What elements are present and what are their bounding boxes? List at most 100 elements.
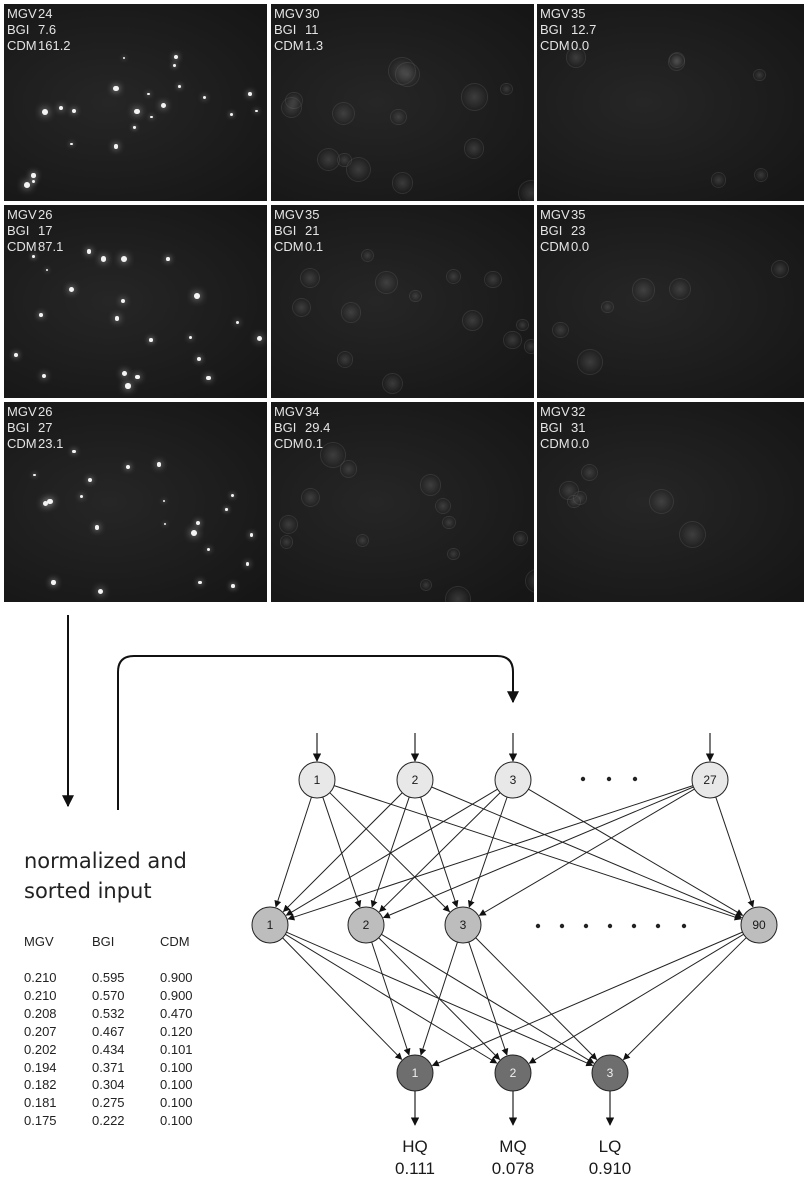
table-cell: 0.101 — [160, 1041, 193, 1057]
faint-particle — [419, 474, 442, 496]
tile-bgi-key: BGI — [274, 223, 297, 238]
bright-particle — [190, 530, 197, 537]
faint-particle — [667, 53, 686, 72]
input-node — [494, 761, 532, 799]
tile-bgi-value: 11 — [305, 22, 319, 37]
tile-cdm-value: 87.1 — [38, 239, 64, 254]
input-hidden-connection — [382, 786, 694, 919]
tile-bgi-key: BGI — [7, 420, 30, 435]
bright-particle — [126, 465, 131, 470]
faint-particle — [332, 101, 356, 125]
tile-mgv-key: MGV — [274, 6, 304, 21]
bright-particle — [189, 336, 193, 340]
table-cell: 0.100 — [160, 1059, 193, 1075]
bright-particle — [123, 57, 126, 60]
input-hidden-connection — [282, 792, 403, 913]
tile-mgv-value: 35 — [305, 207, 320, 222]
bright-particle — [94, 525, 100, 530]
tile-mgv-value: 32 — [571, 404, 586, 419]
tile-cdm-value: 0.0 — [571, 38, 590, 53]
table-cell: 0.100 — [160, 1077, 193, 1093]
table-cell: 0.371 — [92, 1059, 125, 1075]
tile-cdm-value: 0.0 — [571, 239, 590, 254]
faint-particle — [317, 147, 341, 172]
faint-particle — [668, 277, 691, 300]
input-hidden-connection — [379, 792, 501, 913]
tile-background — [271, 205, 534, 398]
input-hidden-connection — [285, 788, 498, 916]
input-node-label: 2 — [412, 773, 419, 787]
input-hidden-connection — [528, 788, 744, 916]
tile-cdm-value: 23.1 — [38, 436, 64, 451]
bright-particle — [202, 95, 207, 100]
ellipsis-dot — [606, 776, 612, 782]
tile-cdm-key: CDM — [7, 239, 37, 254]
tile-mgv-value: 24 — [38, 6, 53, 21]
output-name: LQ — [599, 1137, 622, 1156]
faint-particle — [462, 310, 483, 332]
bright-particle — [33, 473, 36, 477]
ellipsis-dot — [559, 923, 565, 929]
bright-particle — [195, 521, 200, 526]
bright-particle — [197, 356, 202, 361]
tile-bgi-value: 21 — [305, 223, 320, 238]
tile-bgi-key: BGI — [274, 420, 297, 435]
ellipsis-dot — [580, 776, 586, 782]
bright-particle — [249, 533, 253, 537]
tile-bgi-key: BGI — [540, 420, 563, 435]
faint-particle — [300, 268, 320, 289]
input-title-line-1: normalized and — [24, 849, 187, 873]
hidden-output-connection — [282, 937, 403, 1060]
faint-particle — [339, 460, 357, 478]
bright-particle — [198, 580, 202, 585]
tile-background — [4, 4, 267, 201]
bright-particle — [147, 92, 150, 96]
table-cell: 0.207 — [24, 1023, 57, 1039]
hidden-output-connection — [431, 931, 743, 1067]
tile-cdm-key: CDM — [7, 436, 37, 451]
input-hidden-connection — [420, 796, 459, 908]
bright-particle — [113, 144, 119, 149]
table-cell: 0.595 — [92, 970, 125, 985]
faint-particle — [631, 278, 656, 302]
tile-mgv-key: MGV — [274, 207, 304, 222]
tile-cdm-key: CDM — [7, 38, 37, 53]
bright-particle — [166, 257, 170, 261]
input-node — [396, 761, 434, 799]
bright-particle — [177, 85, 181, 88]
bright-particle — [38, 313, 43, 317]
bright-particle — [162, 499, 166, 502]
table-cell: 0.470 — [160, 1005, 193, 1021]
input-node — [691, 761, 729, 799]
tile-cdm-line: CDM0.0 — [540, 38, 596, 54]
faint-particle — [648, 488, 674, 514]
faint-particle — [409, 290, 422, 303]
input-node-label: 1 — [314, 773, 321, 787]
bright-particle — [51, 580, 56, 585]
tile-mgv-key: MGV — [7, 6, 37, 21]
faint-particle — [291, 297, 312, 318]
faint-particle — [513, 531, 528, 546]
output-value: 0.910 — [589, 1159, 632, 1178]
bright-particle — [68, 287, 75, 293]
bright-particle — [256, 335, 262, 342]
tile-mgv-value: 35 — [571, 6, 586, 21]
faint-particle — [447, 548, 460, 561]
bright-particle — [231, 493, 235, 497]
tile-mgv-line: MGV35 — [540, 6, 596, 22]
bright-particle — [45, 268, 48, 271]
bright-particle — [247, 91, 252, 96]
input-hidden-connection — [322, 796, 362, 908]
table-cell: 0.202 — [24, 1041, 57, 1057]
bright-particle — [120, 255, 127, 262]
tile-cdm-key: CDM — [540, 239, 570, 254]
hidden-node — [740, 906, 778, 944]
